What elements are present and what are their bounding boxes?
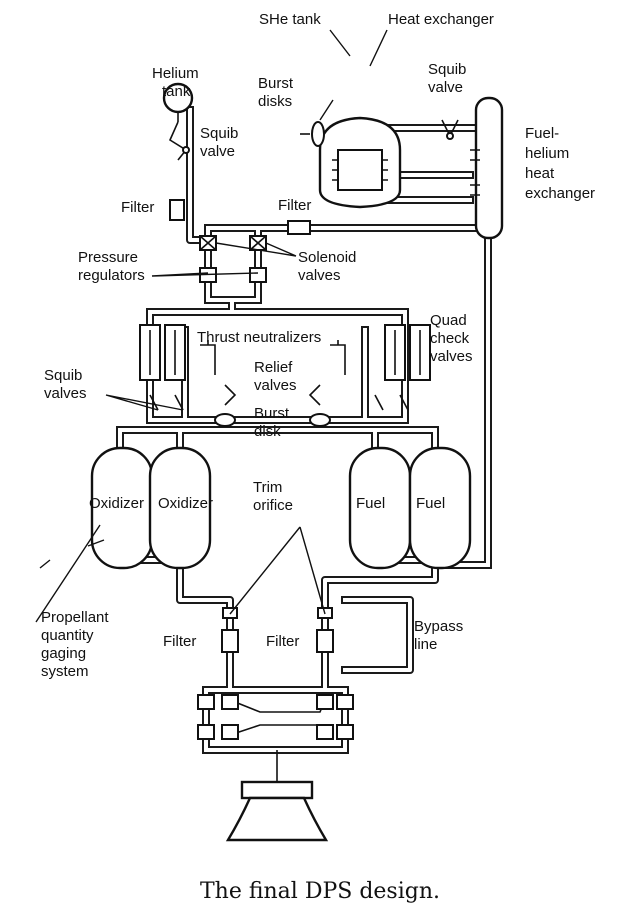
label-oxidizer-right: Oxidizer	[158, 495, 213, 512]
engine-valves	[197, 694, 354, 740]
label-thrust-neutralizers: Thrust neutralizers	[197, 329, 321, 346]
helium-tank	[162, 82, 194, 122]
label-filter-left: Filter	[121, 199, 154, 216]
oxidizer-tank-right	[148, 446, 212, 570]
label-she-tank: SHe tank	[259, 11, 321, 28]
fuel-tank-right	[408, 446, 472, 570]
relief-valves	[224, 384, 321, 406]
label-filter-fuel: Filter	[266, 633, 299, 650]
leader-lines	[35, 29, 388, 623]
label-filter-ox: Filter	[163, 633, 196, 650]
quad-check-valves-left	[139, 324, 186, 381]
squib-valves-lower	[149, 394, 409, 411]
label-heat-exchanger: Heat exchanger	[388, 11, 494, 28]
squib-valve-right	[441, 119, 459, 140]
fuel-helium-hx	[470, 96, 504, 240]
engine-nozzle	[225, 750, 329, 842]
label-fuel-left: Fuel	[356, 495, 385, 512]
label-filter-mid: Filter	[278, 197, 311, 214]
thrust-neutralizer-left	[200, 340, 216, 375]
filter-mid-element	[287, 220, 311, 235]
label-fuel-right: Fuel	[416, 495, 445, 512]
quad-check-valves-right	[384, 324, 431, 381]
burst-disk-left	[214, 413, 236, 427]
figure-caption: The final DPS design.	[200, 879, 440, 904]
filter-left-element	[169, 199, 185, 221]
thrust-neutralizer-right	[330, 340, 346, 375]
filter-fuel-element	[316, 629, 334, 653]
squib-valve-top	[168, 121, 190, 161]
solenoid-valves	[199, 235, 267, 251]
filter-ox-element	[221, 629, 239, 653]
label-oxidizer-left: Oxidizer	[89, 495, 144, 512]
she-tank	[318, 116, 402, 209]
burst-disk-right	[309, 413, 331, 427]
burst-disks	[300, 121, 325, 147]
